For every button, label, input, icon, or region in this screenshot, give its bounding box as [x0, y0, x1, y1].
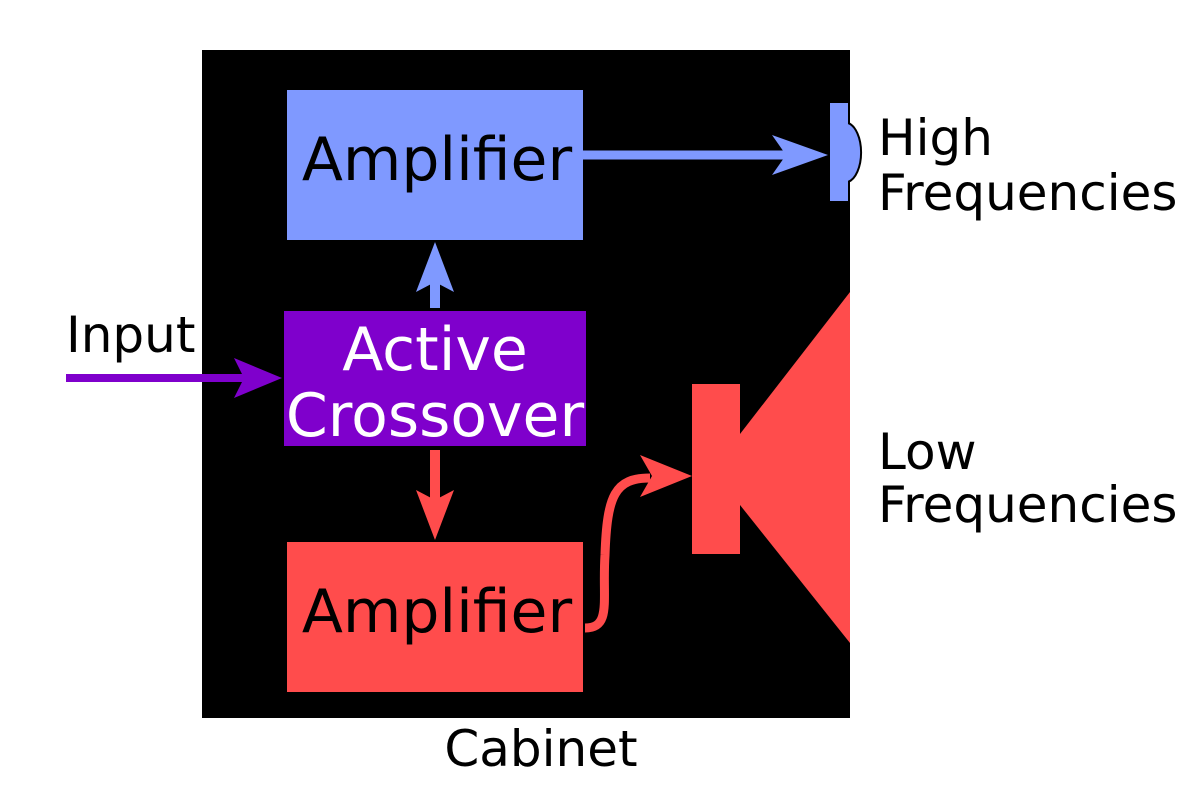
amplifier-low-box	[287, 542, 583, 692]
input-label: Input	[66, 306, 195, 364]
crossover-label-line1: Active	[342, 315, 528, 385]
amplifier-low-label: Amplifier	[302, 577, 573, 647]
amplifier-high-box	[287, 90, 583, 240]
low-frequencies-label-line2: Frequencies	[878, 476, 1177, 534]
cabinet-label: Cabinet	[444, 720, 637, 778]
high-frequencies-label-line1: High	[878, 109, 993, 167]
crossover-label-line2: Crossover	[286, 381, 585, 451]
low-amp-to-woofer-arrow-icon	[584, 455, 692, 633]
low-frequencies-label-line1: Low	[878, 423, 976, 481]
high-frequencies-label-line2: Frequencies	[878, 164, 1177, 222]
high-amp-to-tweeter-arrow-icon	[583, 135, 828, 175]
crossover-to-low-amp-arrow-icon	[416, 450, 454, 540]
amplifier-high-label: Amplifier	[302, 125, 573, 195]
tweeter-icon	[830, 103, 863, 201]
active-crossover-box	[284, 311, 586, 446]
input-arrow-icon	[66, 358, 282, 398]
crossover-to-high-amp-arrow-icon	[416, 242, 454, 308]
woofer-icon	[692, 292, 850, 643]
